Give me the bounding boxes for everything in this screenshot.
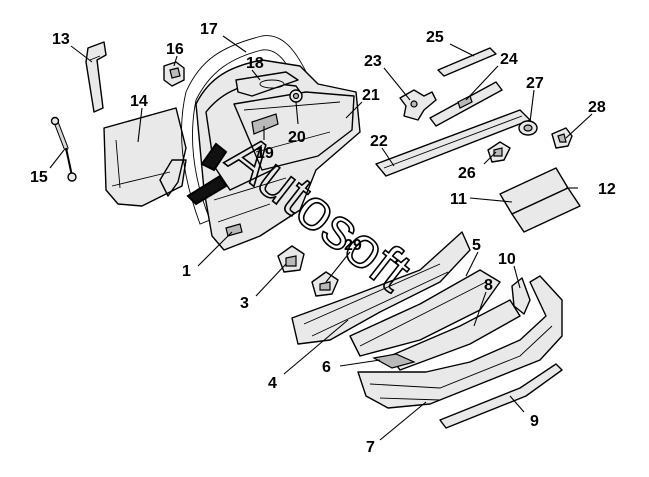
part-6-trim-strip xyxy=(372,353,416,369)
callout-26: 26 xyxy=(458,165,476,182)
callout-29: 29 xyxy=(344,237,362,254)
part-14-trim-panel xyxy=(103,107,187,207)
part-18-21-tailgate xyxy=(195,59,361,251)
callout-9: 9 xyxy=(530,413,539,430)
part-5-bumper-beam xyxy=(349,269,501,357)
callout-8: 8 xyxy=(484,277,493,294)
callout-25: 25 xyxy=(426,29,444,46)
part-16-clip xyxy=(163,61,185,87)
callout-6: 6 xyxy=(322,359,331,376)
part-13-bracket xyxy=(85,41,107,113)
part-28-clip xyxy=(551,127,573,149)
callout-15: 15 xyxy=(30,169,48,186)
callout-4: 4 xyxy=(268,375,277,392)
callout-3: 3 xyxy=(240,295,249,312)
part-26-clip xyxy=(487,141,511,163)
callout-5: 5 xyxy=(472,237,481,254)
part-27-grommet xyxy=(518,120,538,136)
callout-28: 28 xyxy=(588,99,606,116)
leader-lines xyxy=(49,35,593,441)
callout-labels: 13 16 17 18 14 15 19 20 21 22 23 24 25 2… xyxy=(30,21,616,456)
callout-11: 11 xyxy=(450,191,467,208)
part-23-bracket xyxy=(399,89,437,121)
watermark-seal-icon xyxy=(186,142,228,206)
callout-16: 16 xyxy=(166,41,184,58)
part-7-bumper-cover xyxy=(357,275,563,409)
callout-10: 10 xyxy=(498,251,516,268)
part-29-clip xyxy=(311,271,339,297)
part-17-tailgate-seal xyxy=(181,35,313,225)
part-10-bracket xyxy=(511,277,531,315)
callout-7: 7 xyxy=(366,439,375,456)
callout-12: 12 xyxy=(598,181,616,198)
callout-19: 19 xyxy=(256,145,274,162)
part-15-gas-strut xyxy=(50,116,77,182)
callout-1: 1 xyxy=(182,263,191,280)
callout-23: 23 xyxy=(364,53,382,70)
part-24-rod xyxy=(429,81,503,127)
part-22-trim-strip xyxy=(375,109,531,177)
callout-27: 27 xyxy=(526,75,544,92)
callout-20: 20 xyxy=(288,129,306,146)
callout-13: 13 xyxy=(52,31,70,48)
callout-24: 24 xyxy=(500,51,518,68)
part-9-lower-moulding xyxy=(439,363,563,429)
part-4-reinforcement xyxy=(291,231,471,345)
callout-14: 14 xyxy=(130,93,148,110)
part-11-12-license-plates xyxy=(499,167,581,233)
callout-22: 22 xyxy=(370,133,388,150)
callout-21: 21 xyxy=(362,87,380,104)
callout-17: 17 xyxy=(200,21,218,38)
part-8-absorber xyxy=(389,299,521,371)
callout-18: 18 xyxy=(246,55,264,72)
